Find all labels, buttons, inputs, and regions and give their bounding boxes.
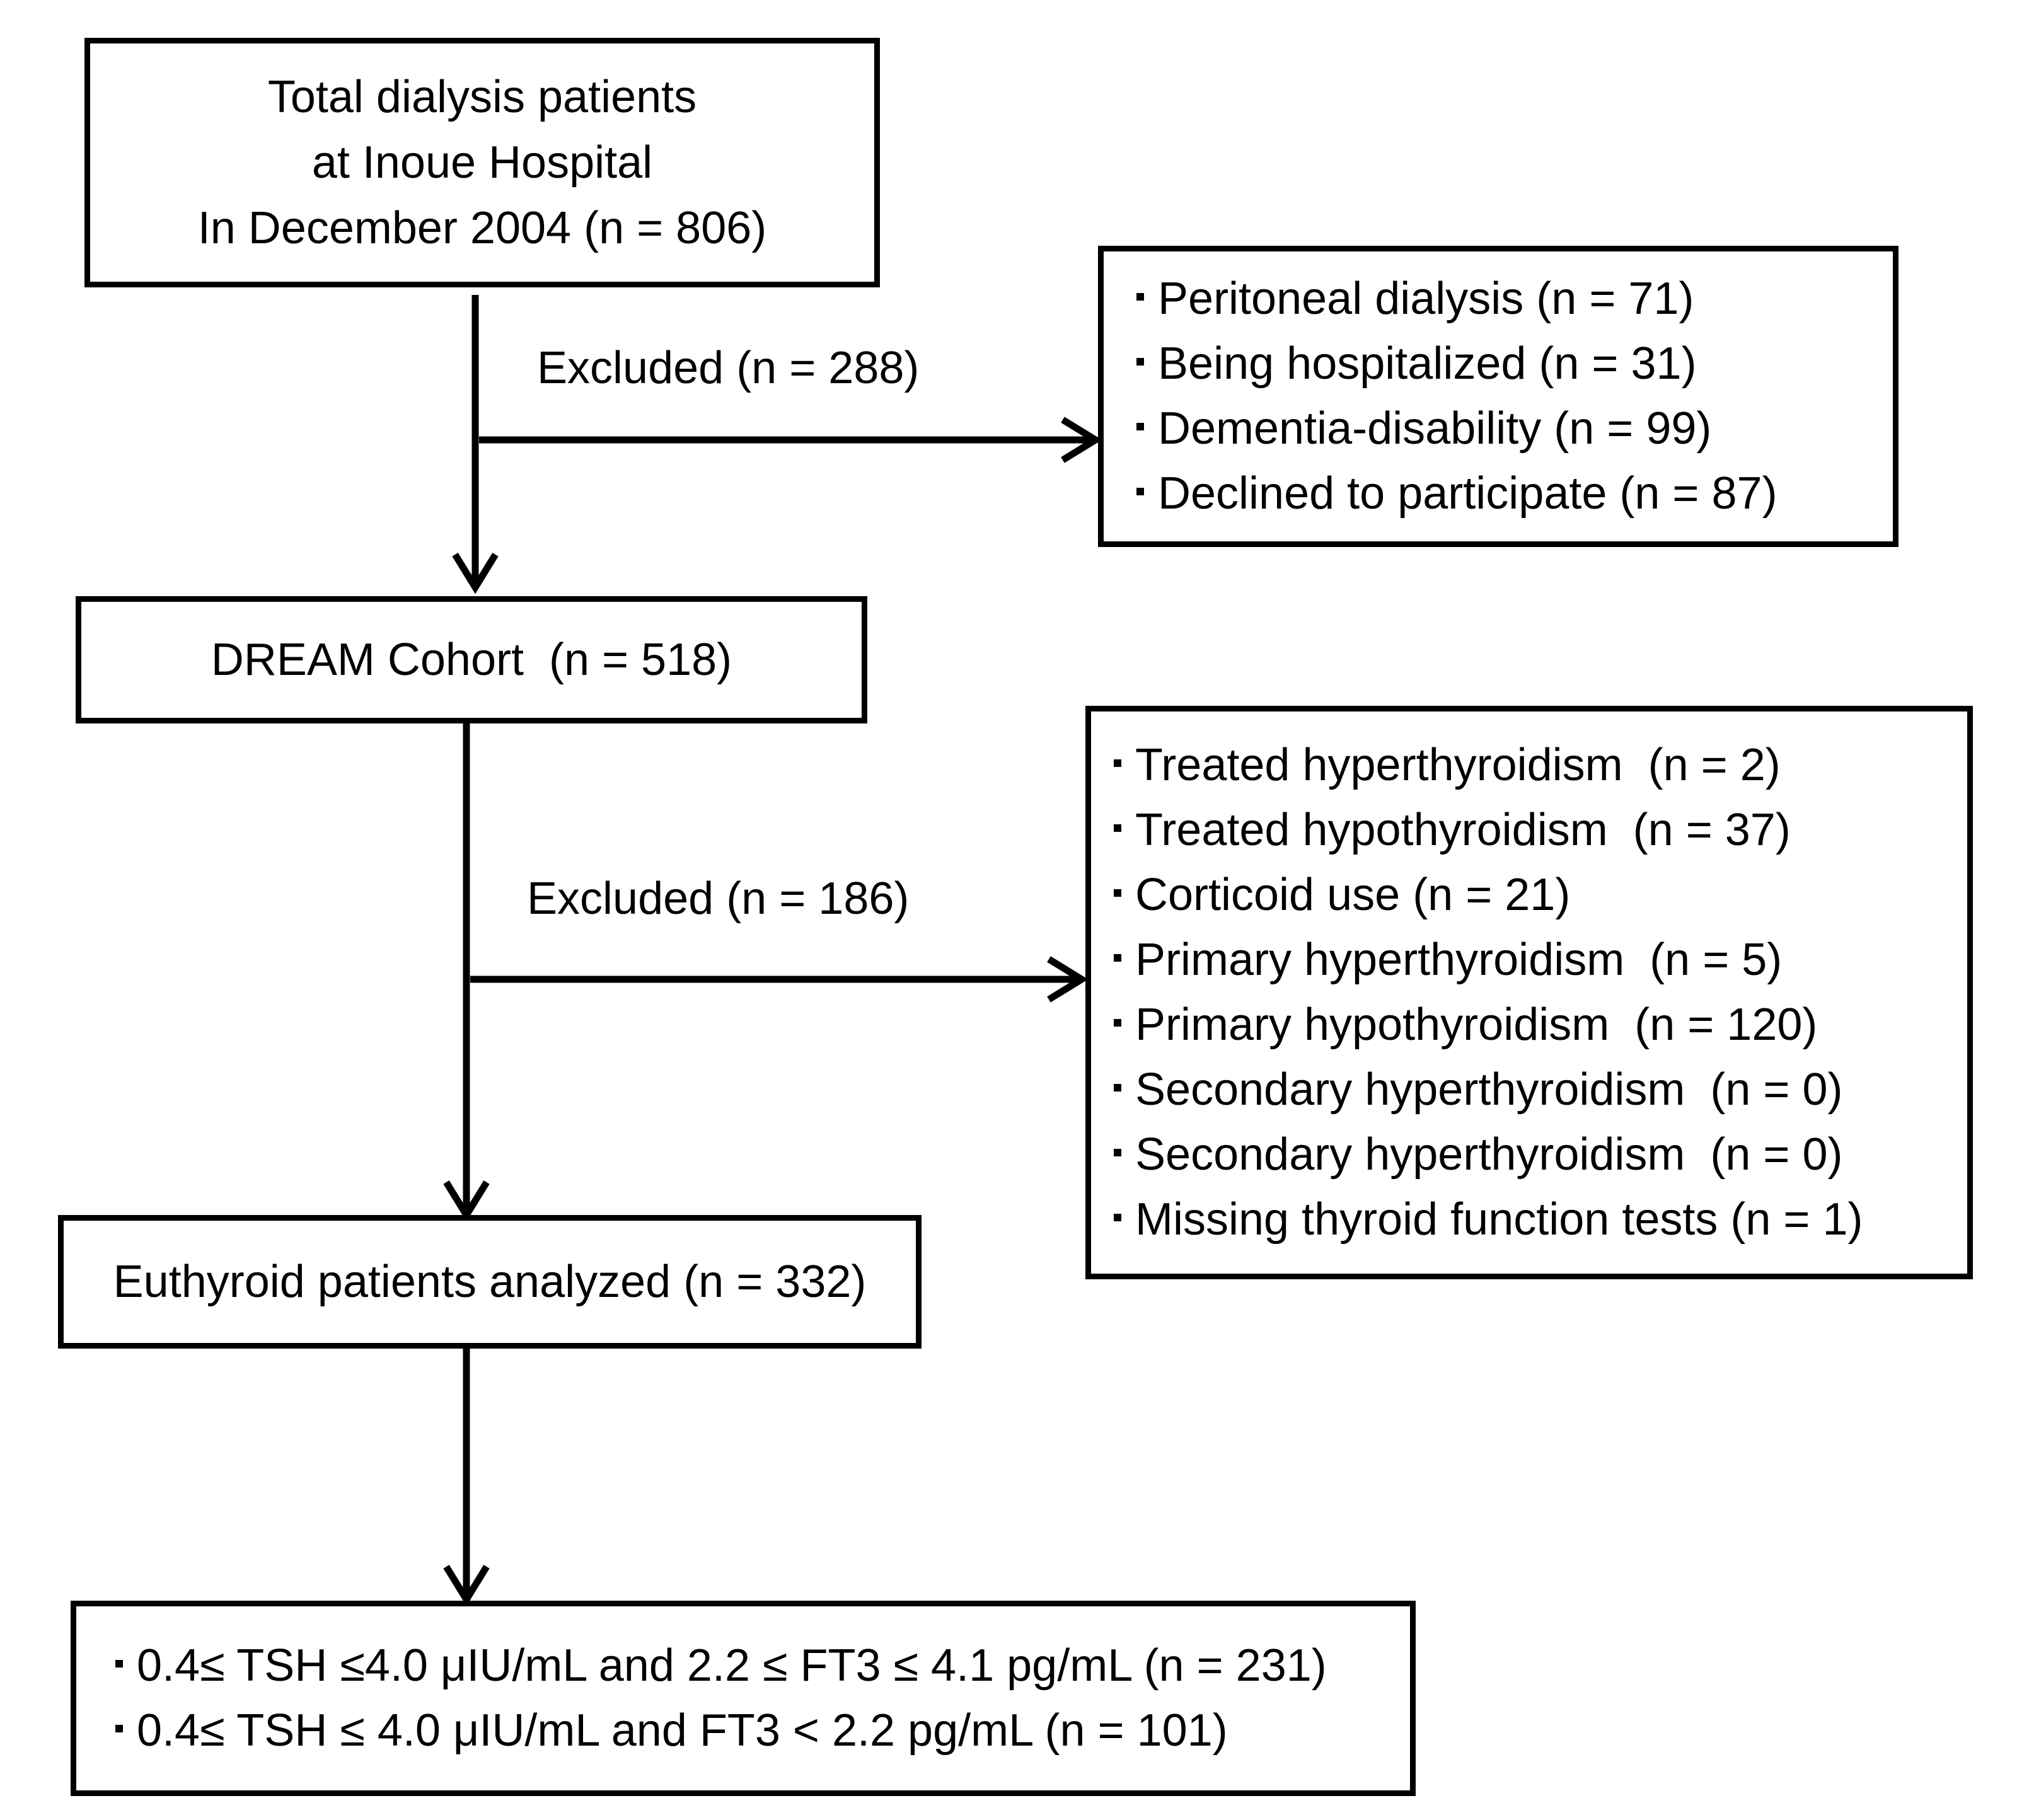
group-item: 0.4≤ TSH ≤4.0 μIU/mL and 2.2 ≤ FT3 ≤ 4.1… xyxy=(115,1633,1410,1698)
bullet-icon xyxy=(1114,1148,1121,1156)
exclusion-box-2: Treated hyperthyroidism (n = 2) Treated … xyxy=(1085,706,1973,1279)
euthyroid-text: Euthyroid patients analyzed (n = 332) xyxy=(113,1257,867,1307)
total-line-1: Total dialysis patients xyxy=(267,72,697,122)
euthyroid-box: Euthyroid patients analyzed (n = 332) xyxy=(58,1215,922,1349)
dream-cohort-box: DREAM Cohort (n = 518) xyxy=(76,596,867,723)
bullet-icon xyxy=(1114,1083,1121,1091)
exclusion2-item: Primary hyperthyroidism (n = 5) xyxy=(1114,928,1967,993)
bullet-icon xyxy=(115,1724,123,1732)
total-line-2: at Inoue Hospital xyxy=(311,137,653,188)
bullet-icon xyxy=(115,1659,123,1667)
excluded-label-2: Excluded (n = 186) xyxy=(527,873,910,924)
total-patients-box: Total dialysis patients at Inoue Hospita… xyxy=(84,38,880,287)
arrowhead-dream xyxy=(452,553,499,594)
exclusion1-item: Declined to participate (n = 87) xyxy=(1136,461,1893,526)
exclusion-box-1: Peritoneal dialysis (n = 71) Being hospi… xyxy=(1098,246,1899,547)
arrowhead-exclusion2 xyxy=(1047,956,1089,1003)
exclusion2-item: Secondary hyperthyroidism (n = 0) xyxy=(1114,1057,1967,1122)
dream-cohort-text: DREAM Cohort (n = 518) xyxy=(211,635,732,685)
arrowhead-exclusion1 xyxy=(1061,417,1102,463)
total-line-3: In December 2004 (n = 806) xyxy=(197,203,767,253)
bullet-icon xyxy=(1136,422,1144,430)
group-item: 0.4≤ TSH ≤ 4.0 μIU/mL and FT3 < 2.2 pg/m… xyxy=(115,1698,1410,1763)
bullet-icon xyxy=(1136,487,1144,495)
excluded-label-1: Excluded (n = 288) xyxy=(537,343,920,393)
groups-box: 0.4≤ TSH ≤4.0 μIU/mL and 2.2 ≤ FT3 ≤ 4.1… xyxy=(71,1601,1416,1796)
bullet-icon xyxy=(1136,357,1144,366)
bullet-icon xyxy=(1136,292,1144,301)
exclusion1-item: Peritoneal dialysis (n = 71) xyxy=(1136,267,1893,331)
exclusion1-item: Being hospitalized (n = 31) xyxy=(1136,331,1893,396)
bullet-icon xyxy=(1114,889,1121,897)
exclusion2-item: Treated hyperthyroidism (n = 2) xyxy=(1114,733,1967,798)
exclusion2-item: Primary hypothyroidism (n = 120) xyxy=(1114,993,1967,1057)
arrowhead-groups xyxy=(443,1565,490,1606)
exclusion2-item: Corticoid use (n = 21) xyxy=(1114,863,1967,928)
bullet-icon xyxy=(1114,953,1121,962)
bullet-icon xyxy=(1114,759,1121,767)
bullet-icon xyxy=(1114,1213,1121,1221)
exclusion1-item: Dementia-disability (n = 99) xyxy=(1136,396,1893,461)
exclusion2-item: Missing thyroid function tests (n = 1) xyxy=(1114,1187,1967,1252)
exclusion2-item: Treated hypothyroidism (n = 37) xyxy=(1114,798,1967,863)
exclusion2-item: Secondary hyperthyroidism (n = 0) xyxy=(1114,1122,1967,1187)
bullet-icon xyxy=(1114,1018,1121,1027)
bullet-icon xyxy=(1114,824,1121,832)
